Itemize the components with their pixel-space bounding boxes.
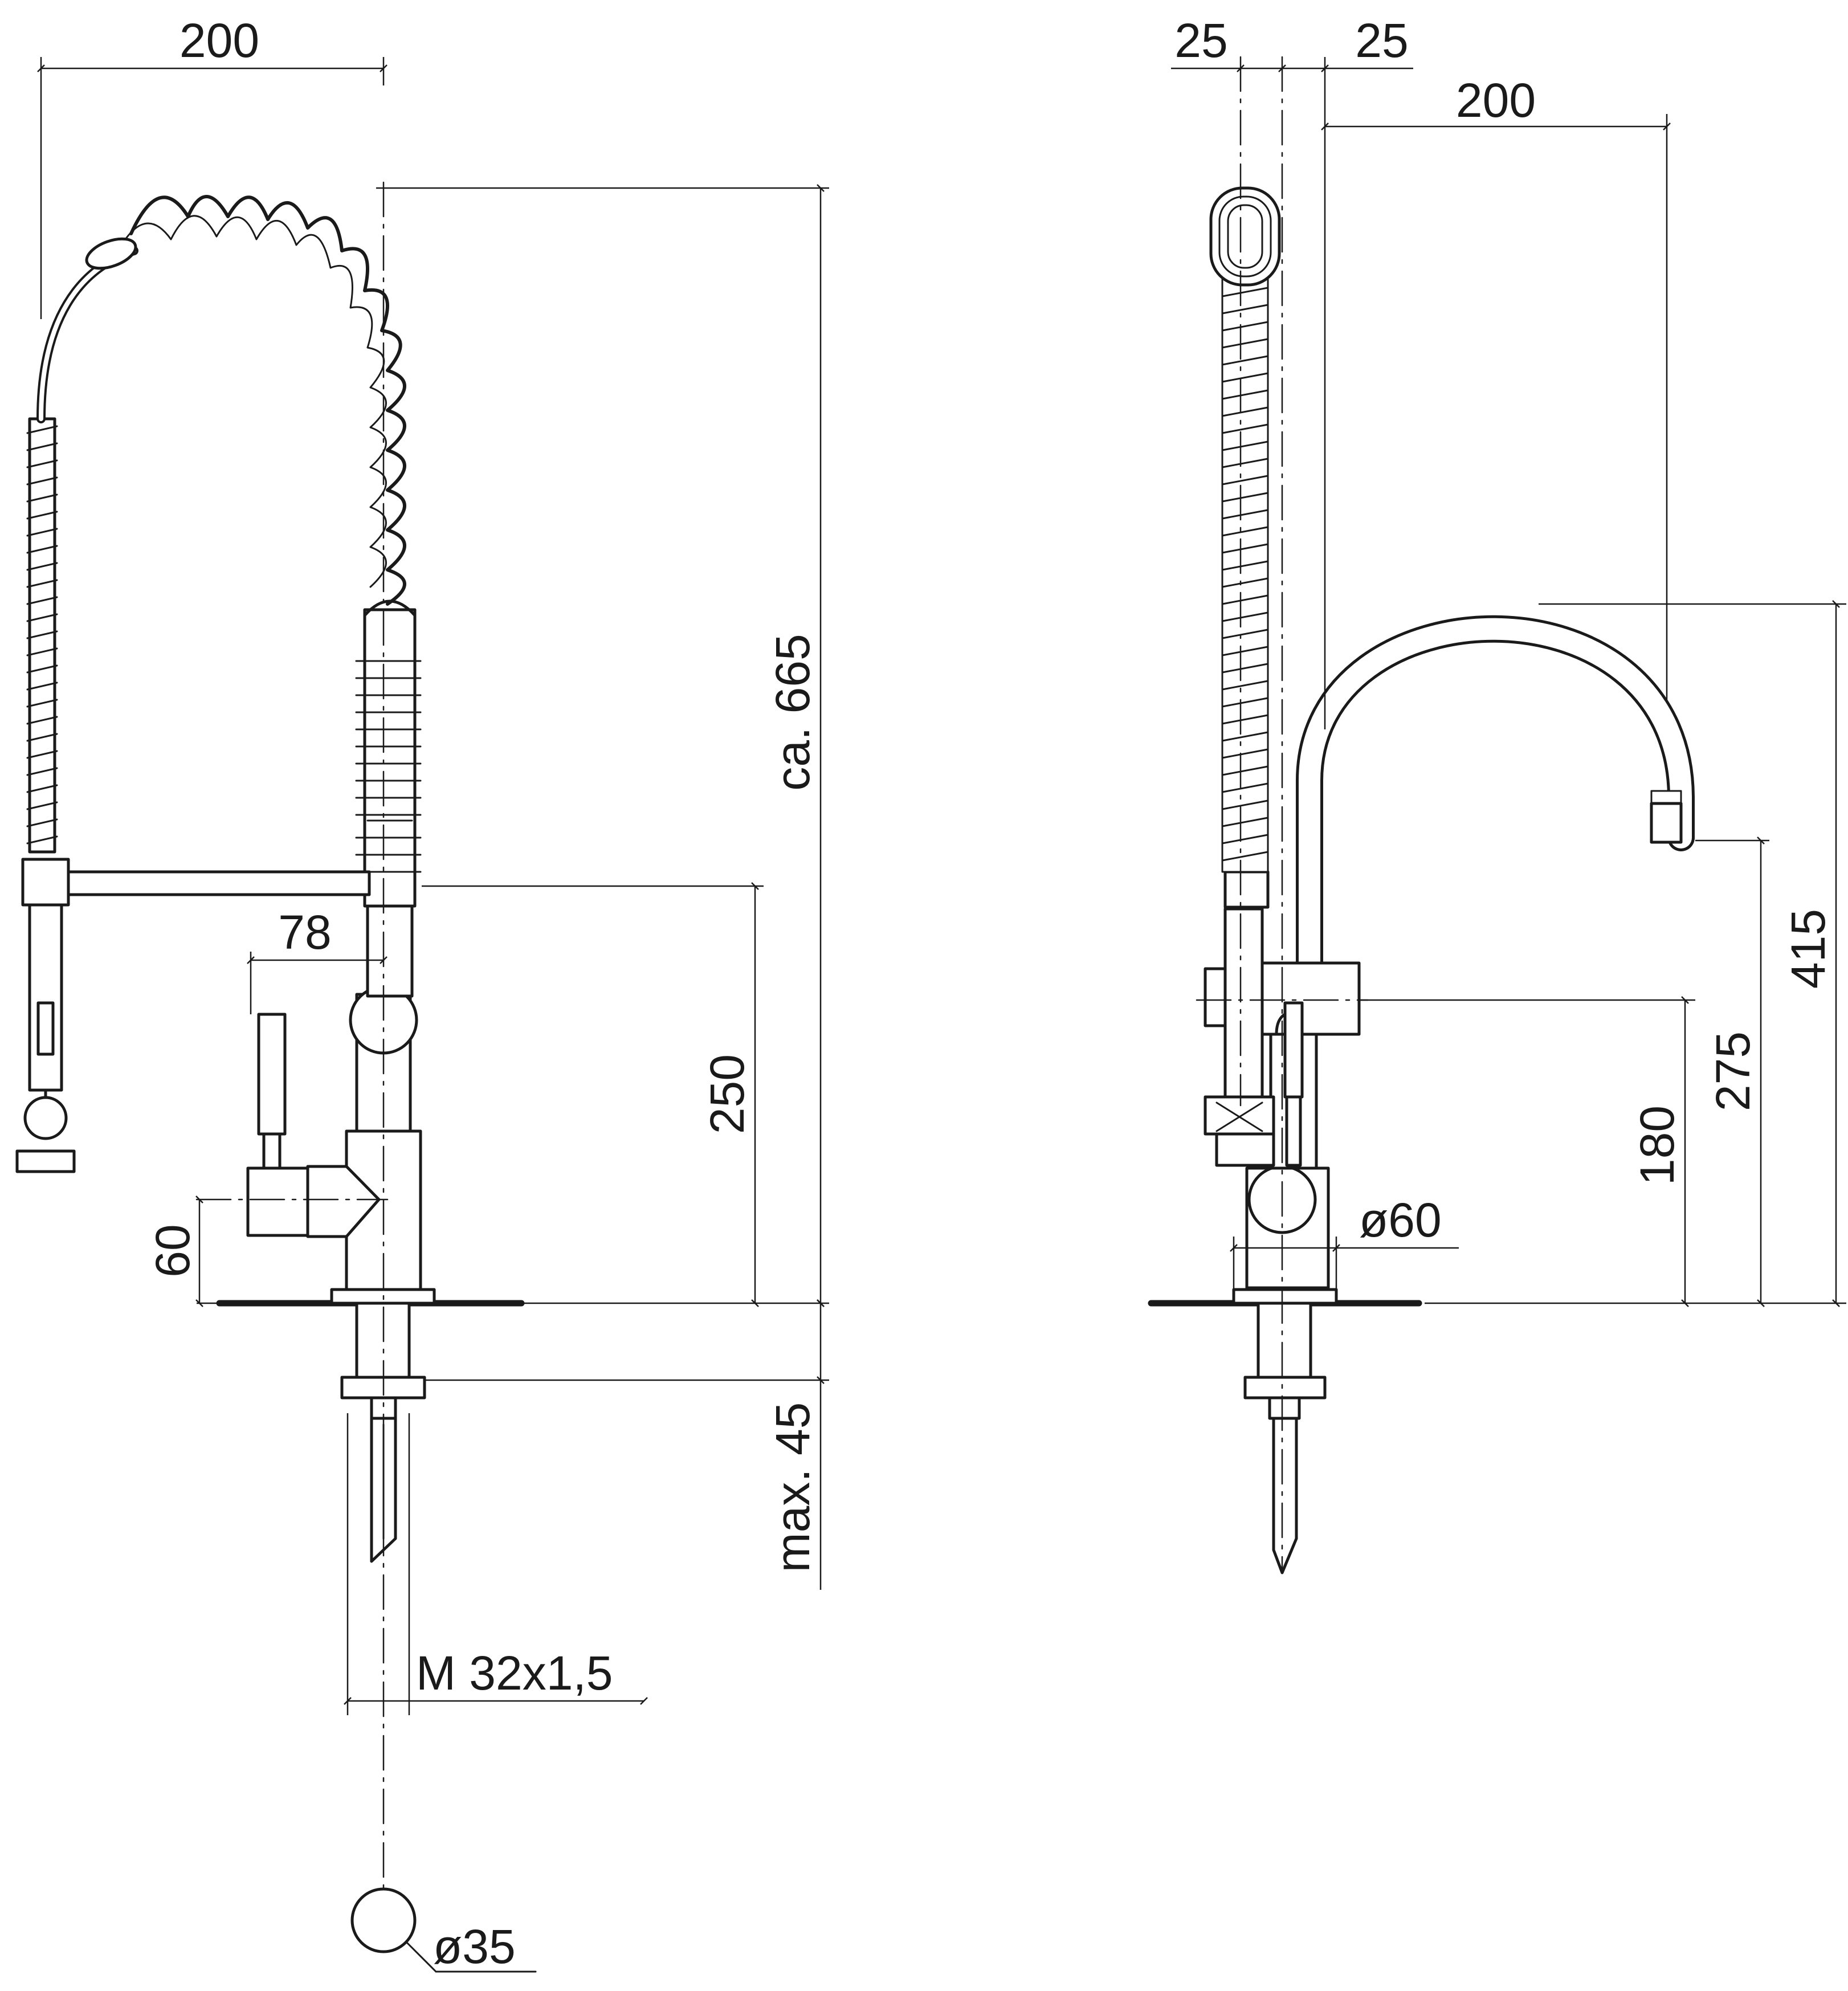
front-spring-coil: [85, 195, 406, 606]
side-dim-outlet-height: 275: [1706, 1031, 1760, 1111]
front-hose-left: [26, 246, 138, 854]
front-view: [15, 181, 537, 1973]
front-dimension-labels: 200 ca. 665 78 250 60 max. 45 M 32x1,5 ø…: [146, 14, 819, 1973]
front-dim-thread: M 32x1,5: [416, 1646, 613, 1700]
side-dimensions: [1171, 57, 1846, 1307]
front-dim-arm-height: 250: [700, 1054, 754, 1134]
front-spray-head: [15, 903, 76, 1173]
side-below-deck: [1243, 1302, 1327, 1574]
front-dim-spout-reach: 200: [180, 14, 259, 67]
front-dim-lever-offset: 78: [278, 905, 331, 959]
front-dim-lever-height: 60: [146, 1224, 199, 1277]
side-dim-left-25: 25: [1174, 14, 1227, 67]
side-spring-coil: [1209, 186, 1281, 873]
side-dim-total-height: 415: [1781, 909, 1835, 989]
side-dim-lever-height: 180: [1630, 1105, 1684, 1185]
front-dim-hole-diameter: ø35: [433, 1920, 516, 1973]
front-holder-arm: [21, 858, 371, 907]
side-dimension-labels: 25 25 200 415 275 180 ø60: [1174, 14, 1835, 1247]
side-dim-right-25: 25: [1355, 14, 1408, 67]
front-faucet-body: [246, 599, 436, 1305]
front-dim-max-deck: max. 45: [766, 1402, 819, 1573]
side-view: [1148, 56, 1695, 1574]
front-mounting-hole: [350, 1887, 417, 1953]
side-dim-body-diameter: ø60: [1359, 1193, 1442, 1247]
side-faucet-body: [1204, 870, 1361, 1305]
side-dim-spout-reach: 200: [1456, 74, 1536, 127]
front-dim-total-height: ca. 665: [766, 634, 819, 791]
front-dimensions: [37, 57, 829, 1715]
front-lever-handle: [257, 1013, 287, 1136]
